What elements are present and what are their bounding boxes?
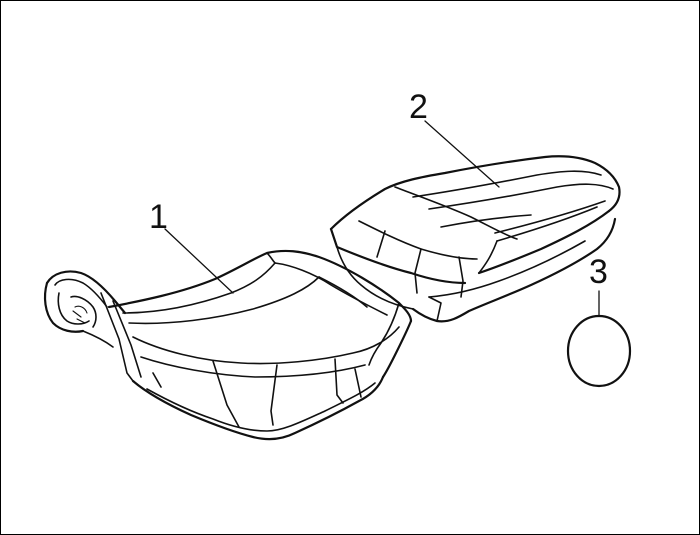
- front-seat-icon: [43, 249, 413, 441]
- o-ring-icon: [566, 314, 632, 388]
- callout-number-1: 1: [149, 198, 168, 236]
- leader-line-2: [424, 120, 500, 188]
- leader-line-1: [164, 228, 234, 294]
- callout-number-2: 2: [409, 88, 428, 126]
- callout-number-3: 3: [589, 253, 608, 291]
- rear-seat-icon: [329, 155, 621, 323]
